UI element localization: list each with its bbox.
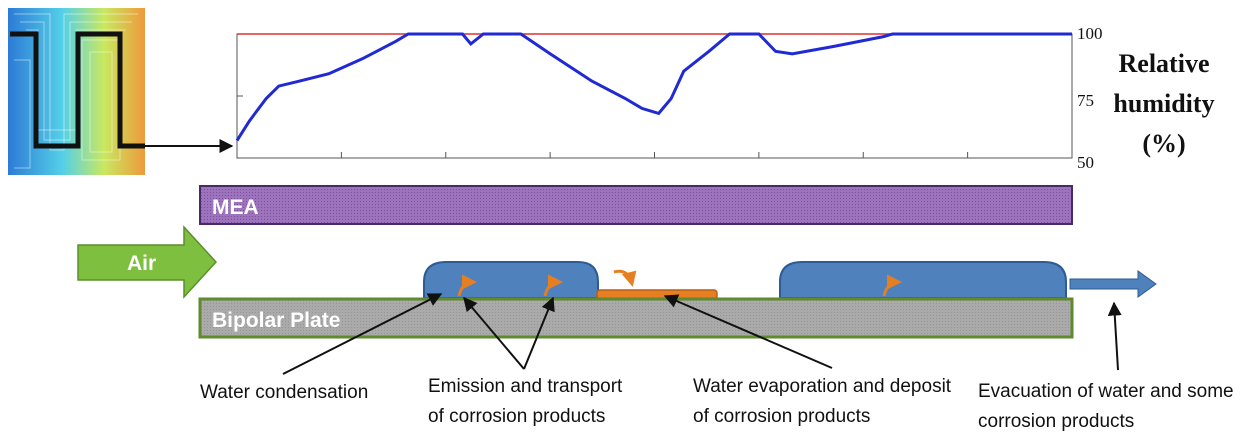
pointer-evaporation: [663, 294, 833, 369]
tick-75: 75: [1077, 91, 1094, 110]
orange-arrow-4: [882, 274, 902, 297]
tick-100: 100: [1077, 24, 1103, 43]
label-emission-line-2: of corrosion products: [428, 406, 605, 427]
air-arrow: Air: [77, 225, 218, 299]
orange-arrow-1: [457, 274, 477, 297]
orange-arrow-3: [613, 269, 637, 287]
air-label: Air: [127, 252, 156, 275]
orange-arrows: [457, 269, 902, 297]
pointer-condensation: [282, 293, 443, 375]
x-ticks: [237, 95, 969, 158]
humidity-line: [235, 32, 1072, 142]
evacuation-arrow: [1069, 270, 1157, 298]
label-evaporation-line-1: Water evaporation and deposit: [693, 376, 952, 397]
axis-title-line-1: Relative: [1119, 49, 1210, 78]
plot-frame: [236, 33, 1073, 159]
serpentine-channel: [10, 31, 145, 149]
label-emission-line-1: Emission and transport: [428, 376, 623, 397]
humidity-chart: 100 75 50 Relative humidity (%): [235, 24, 1215, 172]
pointer-emission-1: [463, 296, 525, 370]
flow-field-thumbnail: [8, 8, 145, 175]
tick-50: 50: [1077, 153, 1094, 172]
pointer-evacuation: [1107, 301, 1122, 371]
mea-label: MEA: [212, 196, 259, 219]
bipolar-plate-layer: Bipolar Plate: [198, 297, 1074, 339]
bipolar-plate-label: Bipolar Plate: [212, 309, 340, 332]
water-droplet-left: [423, 261, 599, 299]
label-evacuation-line-2: corrosion products: [978, 411, 1134, 432]
label-condensation: Water condensation: [200, 382, 368, 403]
orange-arrow-2: [543, 274, 563, 297]
axis-title-line-3: (%): [1142, 129, 1185, 158]
mea-layer: MEA: [199, 185, 1073, 225]
pointer-arrows: [282, 293, 1122, 375]
water-droplets: [423, 261, 1067, 299]
label-evaporation-line-2: of corrosion products: [693, 406, 870, 427]
axis-title-line-2: humidity: [1113, 89, 1214, 118]
water-droplet-right: [779, 261, 1067, 299]
label-evacuation-line-1: Evacuation of water and some: [978, 381, 1234, 402]
pointer-emission-2: [523, 296, 555, 370]
